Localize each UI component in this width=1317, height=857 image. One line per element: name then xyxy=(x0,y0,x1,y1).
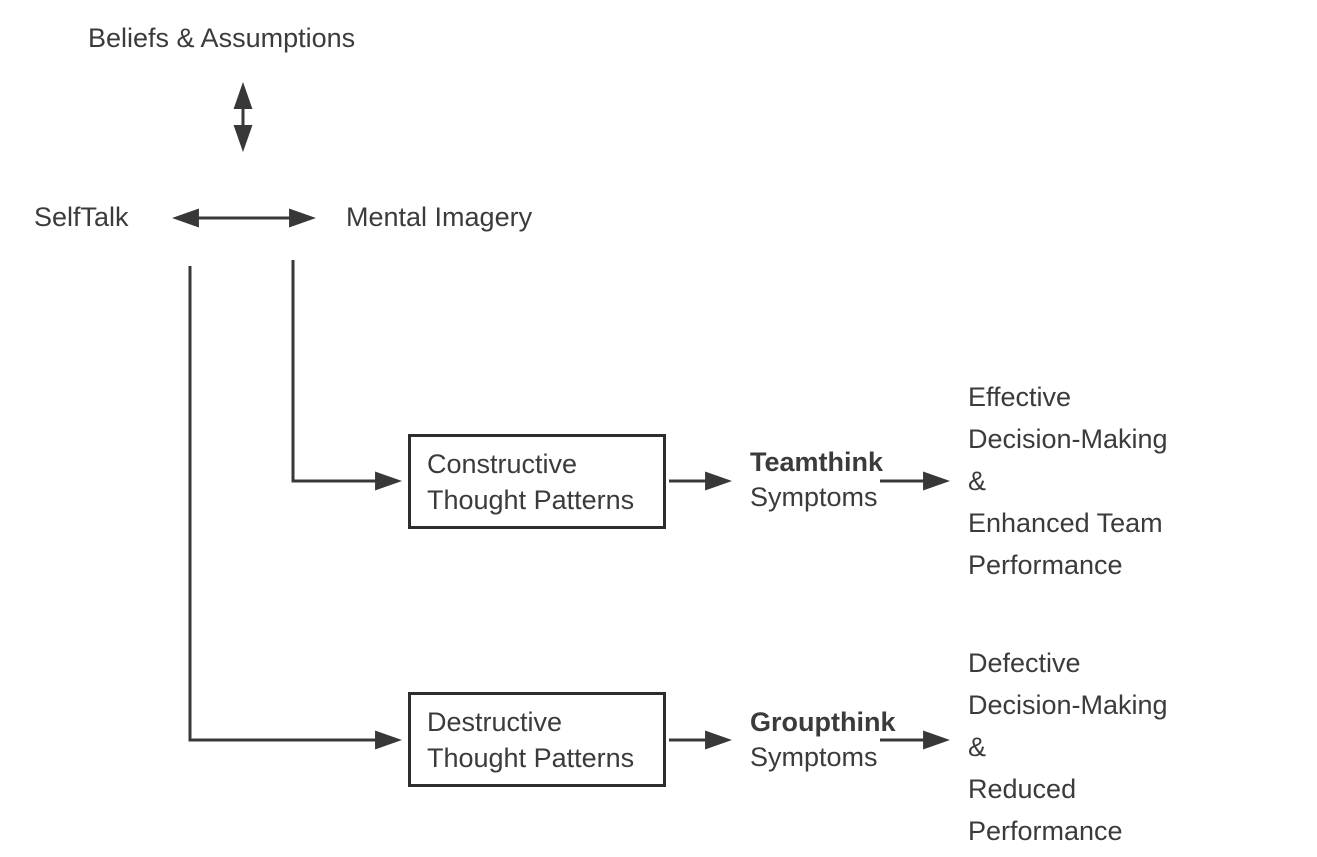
destructive-thought-patterns-box: Destructive Thought Patterns xyxy=(408,692,666,787)
negative-outcome-label: Defective Decision-Making & Reduced Perf… xyxy=(968,648,1168,846)
groupthink-symptoms-label: Groupthink Symptoms xyxy=(750,705,895,775)
positive-outcome-label: Effective Decision-Making & Enhanced Tea… xyxy=(968,382,1168,580)
mentalimagery-to-constructive-connector xyxy=(291,260,403,491)
teamthink-title: Teamthink xyxy=(750,447,884,477)
selftalk-to-destructive-connector xyxy=(188,266,403,750)
groupthink-subtitle: Symptoms xyxy=(750,742,878,772)
groupthink-title: Groupthink xyxy=(750,707,896,737)
selftalk-label: SelfTalk xyxy=(34,202,129,232)
constructive-thought-patterns-box: Constructive Thought Patterns xyxy=(408,434,666,529)
mental-imagery-label: Mental Imagery xyxy=(346,202,533,232)
teamthink-symptoms-label: Teamthink Symptoms xyxy=(750,445,883,515)
teamthink-subtitle: Symptoms xyxy=(750,482,878,512)
beliefs-assumptions-label: Beliefs & Assumptions xyxy=(88,23,356,53)
